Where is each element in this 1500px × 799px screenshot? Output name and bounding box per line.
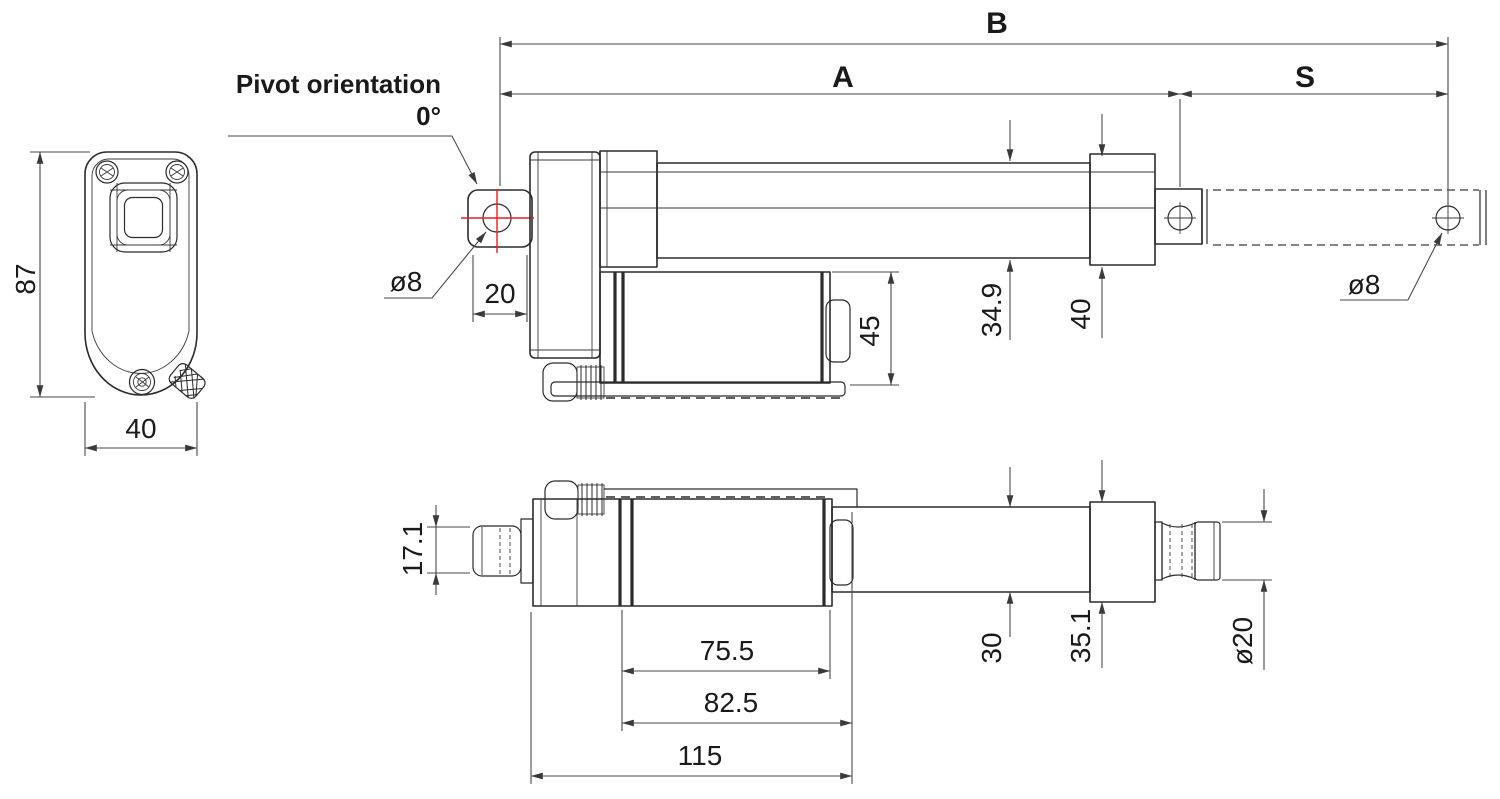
callout-rear-hole-dia: ø8 [384, 231, 487, 299]
rear-pivot-centerlines [461, 189, 534, 253]
rod-end-tang [1154, 188, 1208, 245]
dim-35-1-label: 35.1 [1065, 609, 1096, 664]
cable-gland-threads [576, 365, 605, 400]
screw-top-left-icon [95, 160, 119, 184]
connector-plug [472, 518, 534, 584]
end-view-inner-outline [91, 158, 190, 374]
screw-bottom-icon [128, 368, 156, 396]
front-end-block [1089, 153, 1156, 266]
cable-gland-threads-bottom [577, 483, 605, 516]
dim-motor-assembly-length: 82.5 [621, 512, 853, 784]
mounting-plate [542, 362, 846, 402]
dim-17-1-label: 17.1 [397, 522, 428, 577]
dim-75-5-label: 75.5 [700, 635, 755, 666]
pivot-note-line1: Pivot orientation [236, 69, 441, 99]
dim-40-width-label: 40 [125, 413, 156, 444]
screw-top-right-icon [165, 160, 189, 184]
dim-end-view-width: 40 [84, 402, 198, 456]
dim-45-label: 45 [854, 315, 885, 346]
plate-edge-line [604, 488, 858, 507]
motor-housing [599, 271, 851, 384]
rod-end-bottom [1154, 521, 1221, 581]
rear-hole-dia-label: ø8 [390, 266, 423, 297]
dim-87-label: 87 [10, 263, 41, 294]
dim-front-end-height: 40 [1065, 114, 1106, 338]
motor-end-boss [825, 299, 851, 363]
dim-rear-clevis-depth: 20 [472, 255, 528, 322]
dim-A-label: A [832, 61, 854, 94]
front-hole-dia-label: ø8 [1348, 269, 1381, 300]
pivot-note-line2: 0° [416, 101, 441, 131]
pivot-orientation-note: Pivot orientation 0° [228, 69, 478, 185]
cable-gland-end-view [168, 363, 206, 399]
dim-motor-drop: 45 [832, 271, 899, 386]
pivot-boss-front [109, 182, 178, 253]
dim-rear-section-length: 115 [530, 612, 853, 784]
gearbox-housing [599, 150, 658, 268]
dim-tube-width: 30 [976, 467, 1014, 664]
dim-overall-length-B: B [499, 7, 1449, 204]
dim-stroke-S: S [1179, 61, 1449, 98]
callout-front-hole-dia: ø8 [1340, 232, 1443, 301]
outer-tube [600, 162, 1155, 259]
dim-S-label: S [1295, 61, 1315, 94]
dim-30-label: 30 [976, 632, 1007, 663]
dim-34-9-label: 34.9 [976, 283, 1007, 338]
dim-front-end-width: 35.1 [1065, 460, 1106, 668]
dim-end-view-height: 87 [10, 151, 95, 398]
motor-front-boss [829, 519, 854, 586]
dim-o20-label: ø20 [1227, 617, 1258, 665]
front-end-block-bottom [1089, 501, 1156, 603]
dim-connector-dia: 17.1 [397, 505, 470, 595]
dim-115-label: 115 [678, 740, 723, 771]
dim-retracted-length-A: A [499, 61, 1181, 187]
dim-B-label: B [986, 7, 1008, 40]
dim-40-height-label: 40 [1065, 298, 1096, 329]
outer-tube-bottom [831, 506, 1091, 593]
rear-flange [529, 151, 601, 359]
dim-82-5-label: 82.5 [704, 687, 759, 718]
bottom-view: 17.1 30 35.1 ø20 75.5 [397, 460, 1272, 784]
side-view: ø8 20 45 34.9 40 B [384, 7, 1487, 402]
end-view-outline [84, 151, 198, 396]
dim-20-label: 20 [484, 278, 515, 309]
end-view: 87 40 [10, 151, 206, 456]
pivot-note-leader-line [228, 135, 478, 185]
dim-motor-body-length: 75.5 [621, 610, 831, 731]
dim-rod-end-dia: ø20 [1222, 489, 1272, 670]
dim-tube-height: 34.9 [976, 120, 1014, 340]
cable-gland-bell-bottom [544, 480, 579, 520]
extended-rod-phantom [1213, 189, 1487, 246]
gland-and-plate-bottom [544, 480, 858, 520]
motor-body-bottom [532, 498, 854, 607]
